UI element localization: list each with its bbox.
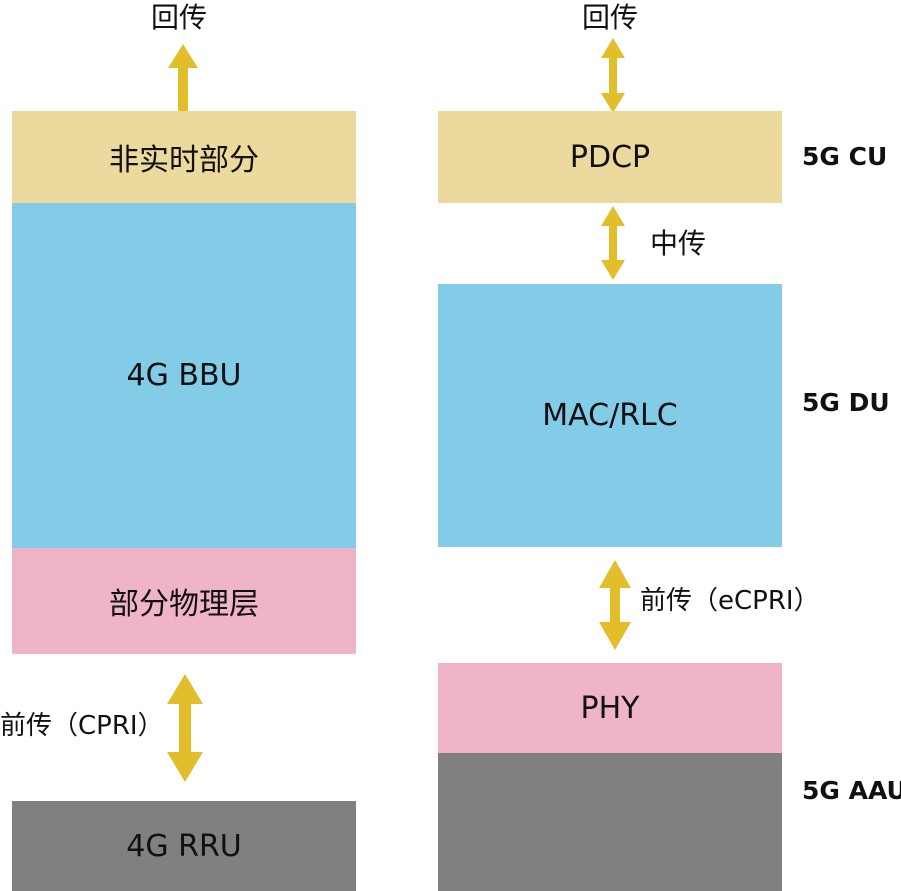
- unit-label-aau: 5G AAU: [802, 776, 901, 805]
- midhaul-arrow: [601, 206, 625, 280]
- left-partial-phy-label: 部分物理层: [109, 587, 259, 622]
- left-bbu-block: 4G BBU: [12, 203, 356, 548]
- unit-label-cu: 5G CU: [802, 142, 888, 171]
- left-backhaul-arrow: [168, 44, 198, 111]
- left-rru-block: 4G RRU: [12, 801, 356, 891]
- left-backhaul-label: 回传: [151, 1, 208, 34]
- right-mac-rlc-block: MAC/RLC: [438, 284, 782, 547]
- left-rru-label: 4G RRU: [126, 828, 242, 864]
- right-phy-block: PHY: [438, 663, 782, 753]
- left-non-realtime-label: 非实时部分: [109, 143, 259, 178]
- right-pdcp-block: PDCP: [438, 111, 782, 203]
- right-fronthaul-arrow: [599, 560, 631, 650]
- right-backhaul-arrow: [601, 38, 625, 113]
- right-mac-rlc-label: MAC/RLC: [542, 398, 678, 433]
- right-pdcp-label: PDCP: [569, 139, 651, 175]
- left-fronthaul-arrow: [167, 674, 203, 782]
- right-aau-block: [438, 753, 782, 891]
- right-backhaul-label: 回传: [582, 1, 639, 34]
- left-partial-phy-block: 部分物理层: [12, 548, 356, 654]
- right-phy-label: PHY: [580, 690, 640, 726]
- midhaul-label: 中传: [650, 227, 707, 260]
- left-bbu-label: 4G BBU: [126, 358, 242, 393]
- right-fronthaul-label: 前传（eCPRI）: [640, 586, 820, 616]
- unit-label-du: 5G DU: [802, 388, 890, 417]
- left-fronthaul-label: 前传（CPRI）: [0, 711, 164, 741]
- left-non-realtime-block: 非实时部分: [12, 111, 356, 203]
